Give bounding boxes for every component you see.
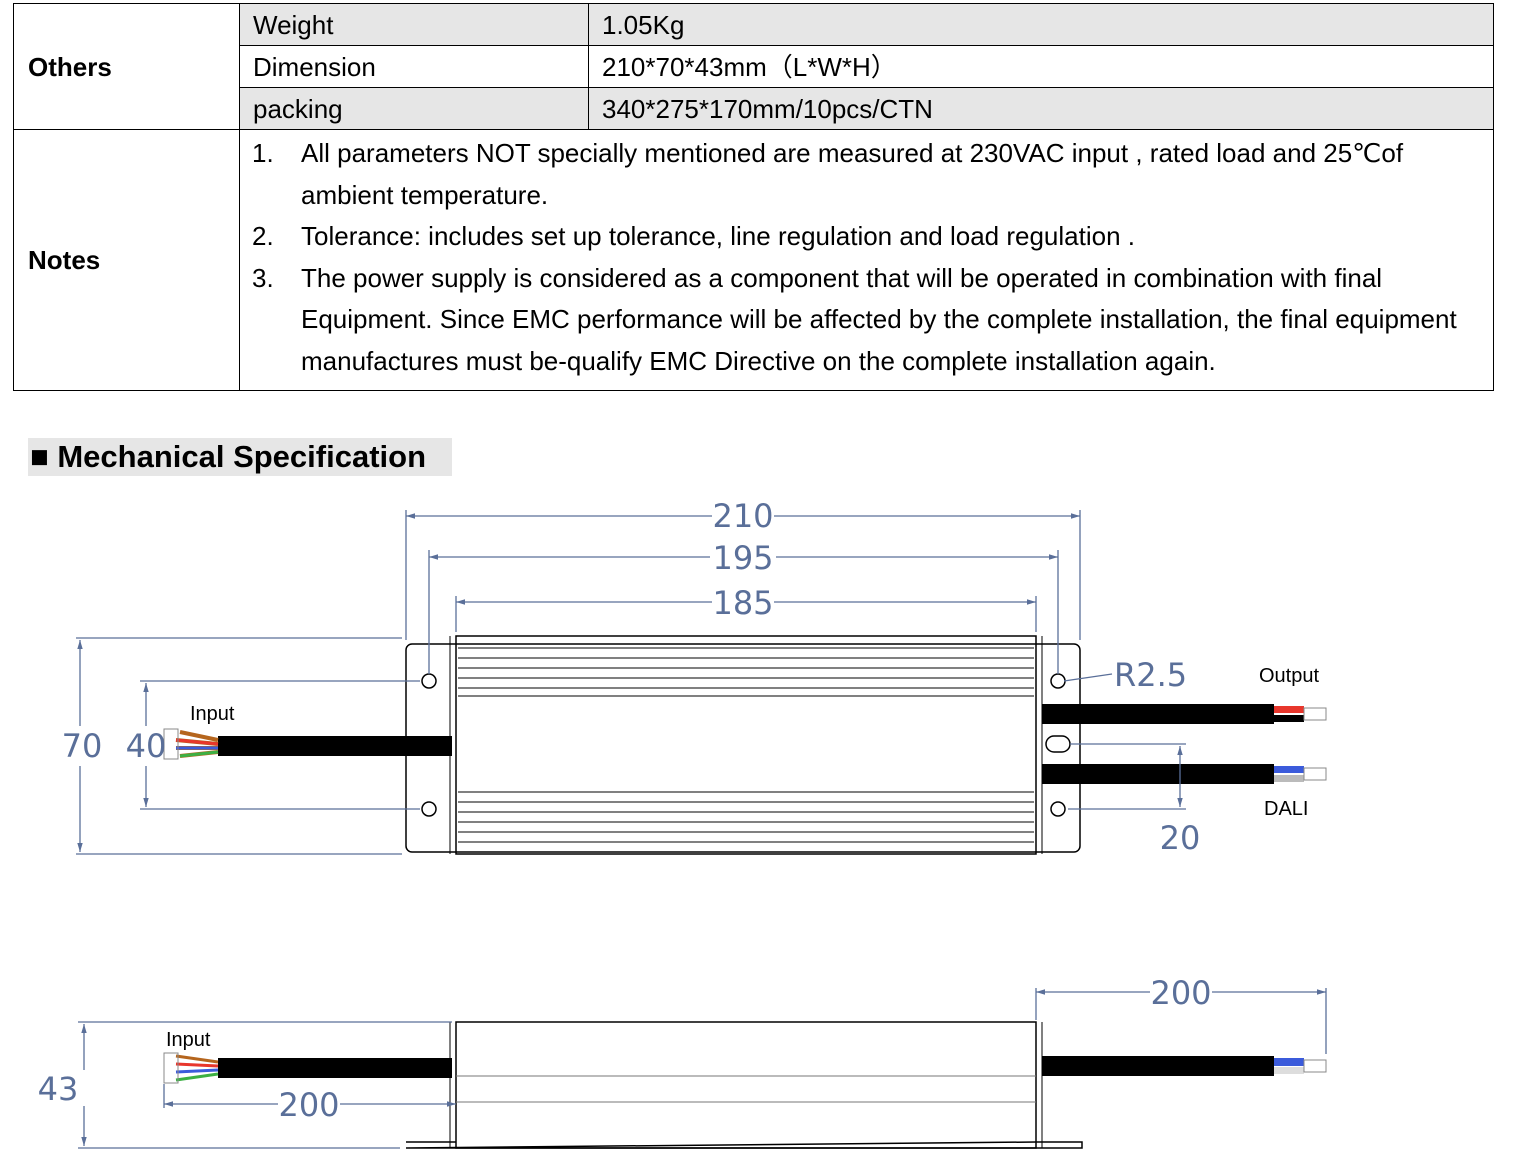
list-item: 2. Tolerance: includes set up tolerance,… (252, 216, 1473, 258)
output-cable-side (1042, 1056, 1327, 1076)
side-view (405, 1021, 1083, 1149)
note-text: All parameters NOT specially mentioned a… (301, 138, 1404, 210)
packing-value: 340*275*170mm/10pcs/CTN (588, 87, 1494, 130)
label-input-side: Input (166, 1029, 211, 1051)
fins-bottom (458, 791, 1034, 843)
top-view (405, 635, 1081, 855)
dim-195: 195 (712, 539, 773, 577)
dimension-key: Dimension (239, 45, 589, 88)
table-row: Others Weight 1.05Kg (13, 3, 1494, 130)
dimension-value: 210*70*43mm（L*W*H） (588, 45, 1494, 88)
note-number: 3. (252, 262, 274, 293)
dimensions-side (78, 988, 1327, 1149)
housing-outline (405, 643, 1081, 853)
note-number: 2. (252, 221, 274, 251)
note-text: Tolerance: includes set up tolerance, li… (301, 221, 1135, 251)
label-input: Input (190, 703, 235, 725)
dim-200-left: 200 (278, 1086, 339, 1124)
list-item: 1. All parameters NOT specially mentione… (252, 133, 1473, 216)
dim-40: 40 (126, 727, 167, 765)
input-cable-top (163, 728, 452, 760)
housing-body (455, 635, 1037, 855)
spec-table: Others Weight 1.05Kg Dimension 210*70*43… (13, 3, 1494, 391)
section-title: ■ Mechanical Specification (28, 438, 452, 476)
dim-70: 70 (62, 727, 103, 765)
input-cable-side (163, 1052, 452, 1084)
table-row: packing 340*275*170mm/10pcs/CTN (14, 87, 1494, 130)
dim-185: 185 (712, 584, 773, 622)
mechanical-drawing: 210 195 185 70 40 R2.5 20 Input Output D… (38, 497, 1327, 1149)
side-body (455, 1021, 1037, 1149)
note-text: The power supply is considered as a comp… (301, 262, 1457, 376)
mount-hole (421, 673, 437, 689)
label-dali: DALI (1264, 798, 1308, 820)
dim-200-right: 200 (1150, 974, 1211, 1012)
list-item: 3. The power supply is considered as a c… (252, 258, 1473, 383)
table-row: Notes 1. All parameters NOT specially me… (13, 129, 1494, 391)
dimensions-top (76, 510, 1186, 855)
weight-value: 1.05Kg (588, 3, 1494, 46)
dim-43: 43 (38, 1070, 79, 1108)
table-row: Dimension 210*70*43mm（L*W*H） (14, 45, 1494, 88)
dim-210: 210 (712, 497, 773, 535)
dim-r2-5: R2.5 (1114, 656, 1187, 694)
dim-20: 20 (1160, 819, 1201, 857)
fins-top (458, 647, 1034, 697)
mount-slot (1045, 735, 1071, 753)
dali-cable-top (1042, 764, 1327, 784)
label-output: Output (1259, 665, 1319, 687)
packing-key: packing (239, 87, 589, 130)
notes-category: Notes (13, 129, 240, 391)
mount-hole (1050, 673, 1066, 689)
others-category: Others (13, 3, 240, 130)
output-cable-top (1042, 704, 1327, 724)
note-number: 1. (252, 138, 274, 168)
mount-hole (1050, 801, 1066, 817)
mount-hole (421, 801, 437, 817)
weight-key: Weight (239, 3, 589, 46)
notes-list: 1. All parameters NOT specially mentione… (239, 129, 1494, 391)
